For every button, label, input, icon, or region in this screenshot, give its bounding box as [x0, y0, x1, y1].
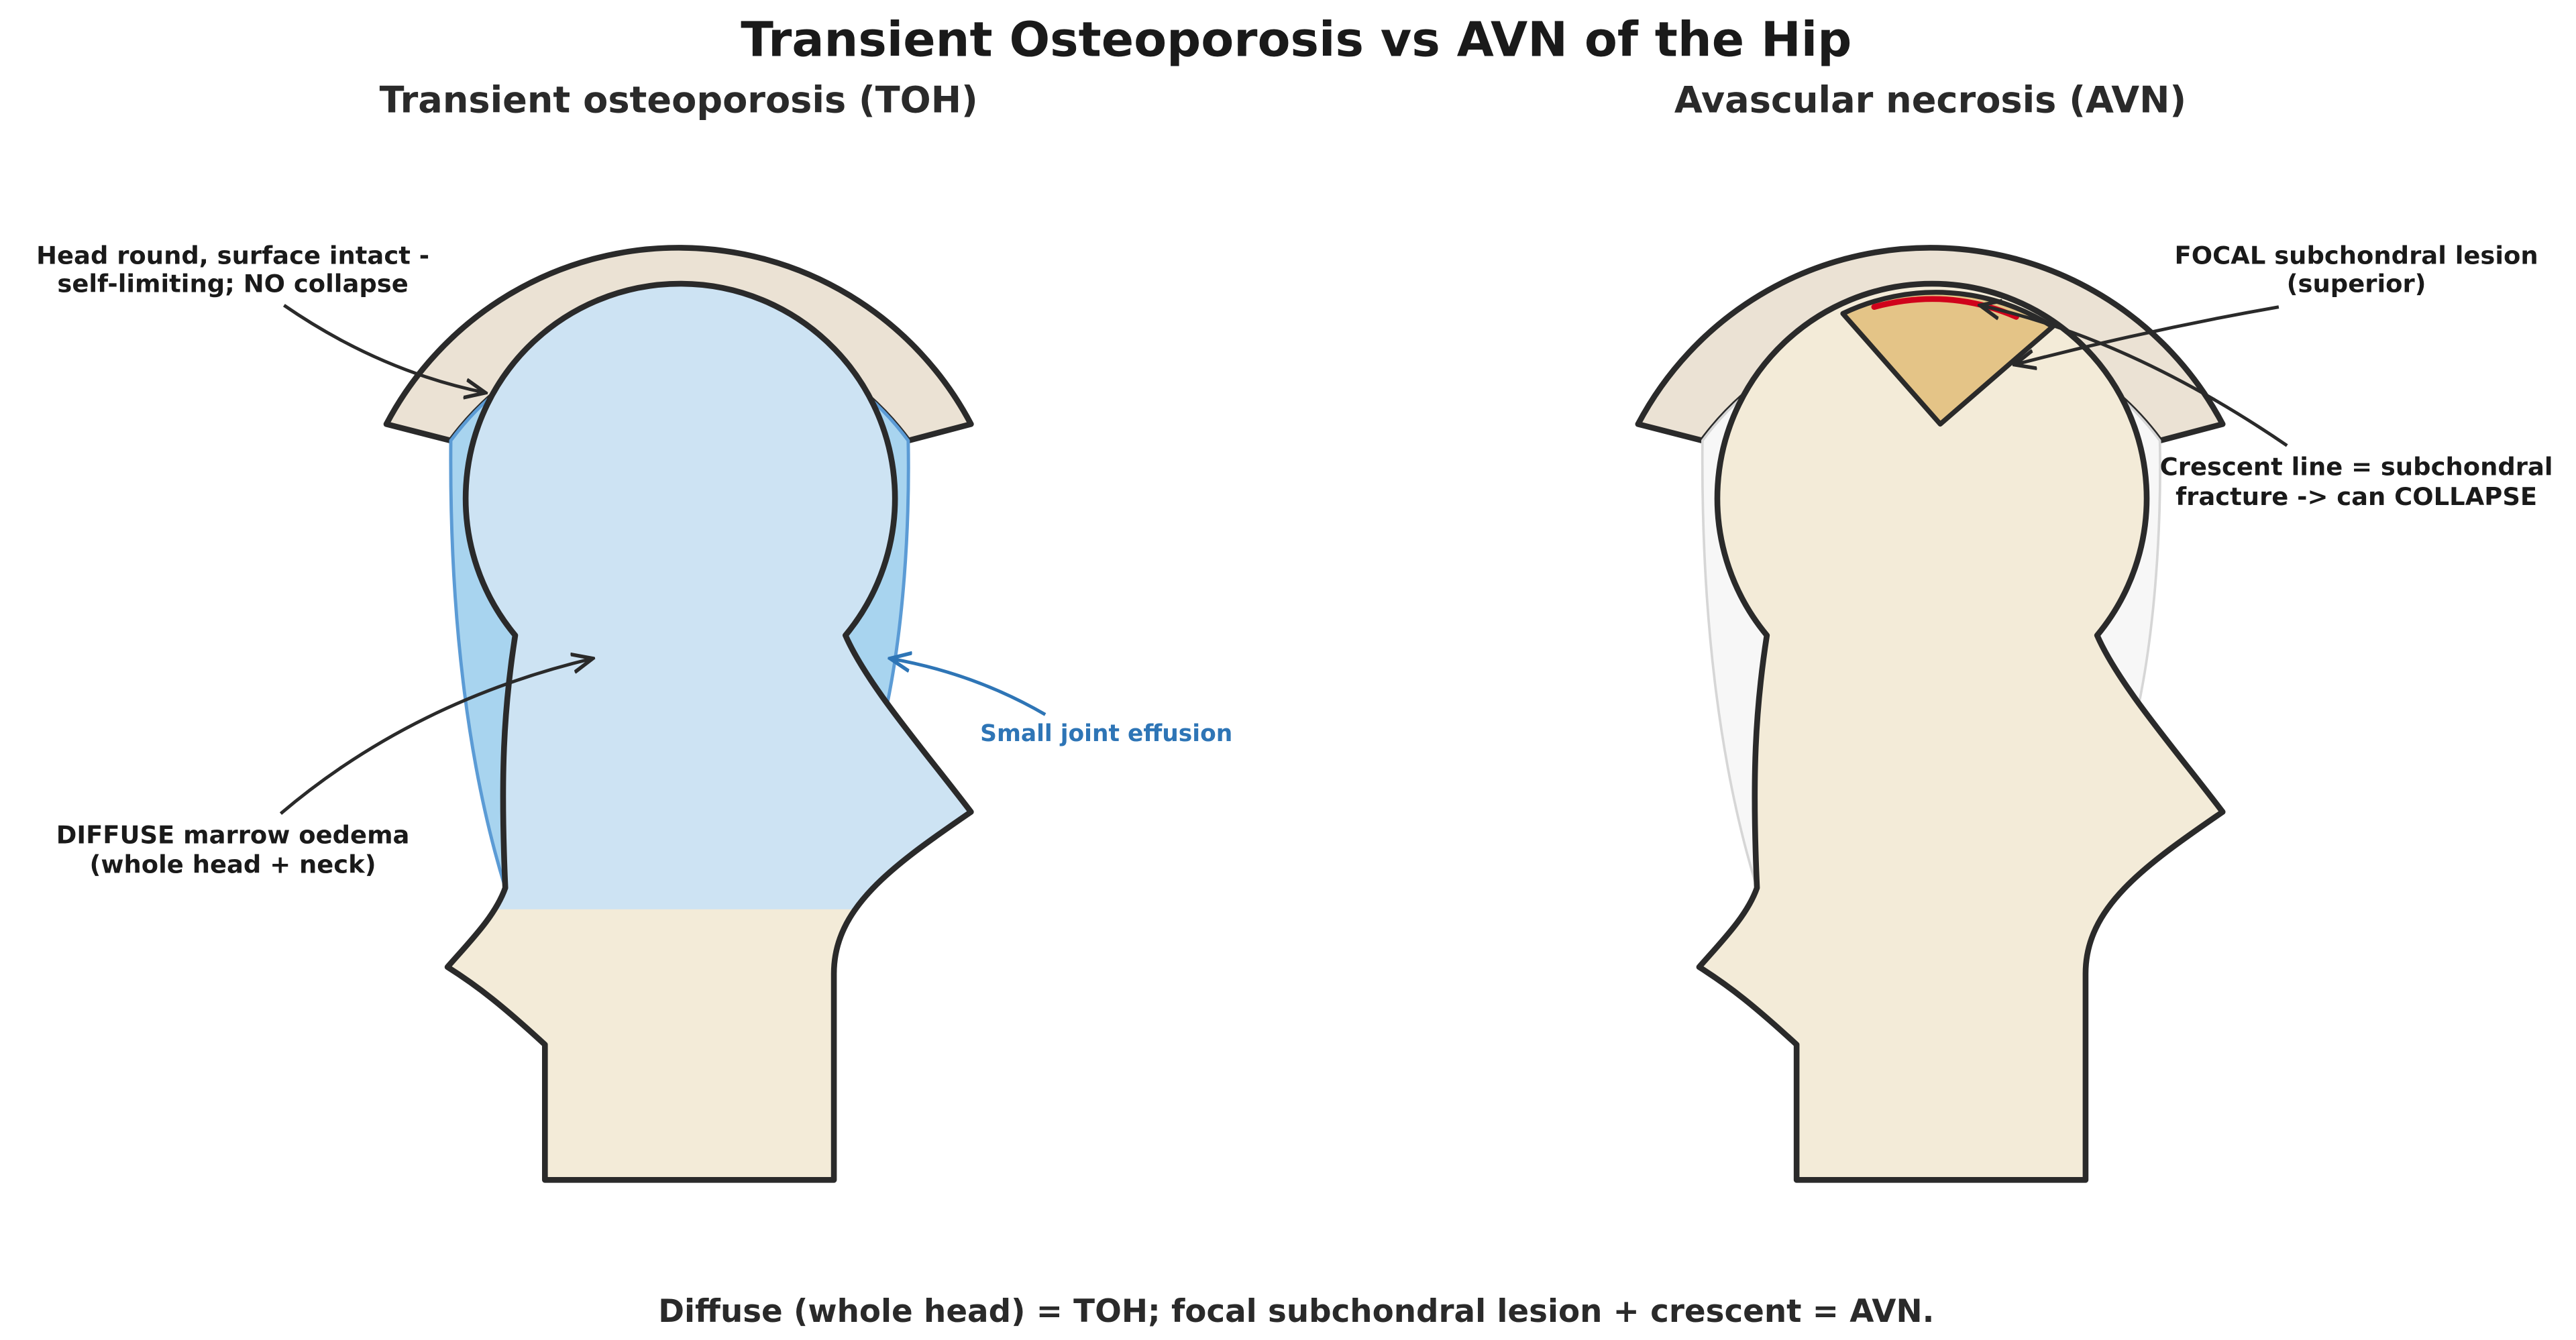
toh-panel-title: Transient osteoporosis (TOH): [380, 78, 978, 121]
avn-focal-annotation-line1: FOCAL subchondral lesion: [2175, 241, 2538, 270]
figure-footer: Diffuse (whole head) = TOH; focal subcho…: [658, 1294, 1934, 1330]
toh-effusion-annotation-arrow: [890, 659, 1046, 716]
toh-panel: Transient osteoporosis (TOH) Head round,…: [36, 78, 1232, 1183]
toh-femur-outline: [444, 280, 974, 1183]
toh-effusion-annotation: Small joint effusion: [980, 720, 1232, 747]
avn-crescent-annotation-line2: fracture -> can COLLAPSE: [2176, 482, 2537, 511]
toh-head-annotation-line2: self-limiting; NO collapse: [57, 270, 408, 298]
avn-focal-annotation-line2: (superior): [2287, 270, 2426, 298]
avn-femur: [1696, 280, 2226, 1183]
avn-panel-title: Avascular necrosis (AVN): [1674, 78, 2186, 121]
avn-crescent-annotation-line1: Crescent line = subchondral: [2160, 453, 2553, 482]
toh-head-annotation-arrow: [282, 304, 485, 392]
toh-head-annotation-line1: Head round, surface intact -: [36, 241, 429, 270]
figure-title: Transient Osteoporosis vs AVN of the Hip: [741, 12, 1851, 68]
avn-panel: Avascular necrosis (AVN) FOCAL subchondr…: [1635, 78, 2553, 1183]
avn-crescent-annotation-arrow: [1980, 305, 2288, 447]
avn-focal-annotation-arrow: [2015, 305, 2279, 365]
toh-oedema-annotation-arrow: [279, 659, 592, 815]
avn-focal-lesion: [1840, 290, 2055, 427]
toh-oedema-annotation-line1: DIFFUSE marrow oedema: [56, 820, 410, 849]
toh-oedema-annotation-line2: (whole head + neck): [90, 850, 376, 879]
